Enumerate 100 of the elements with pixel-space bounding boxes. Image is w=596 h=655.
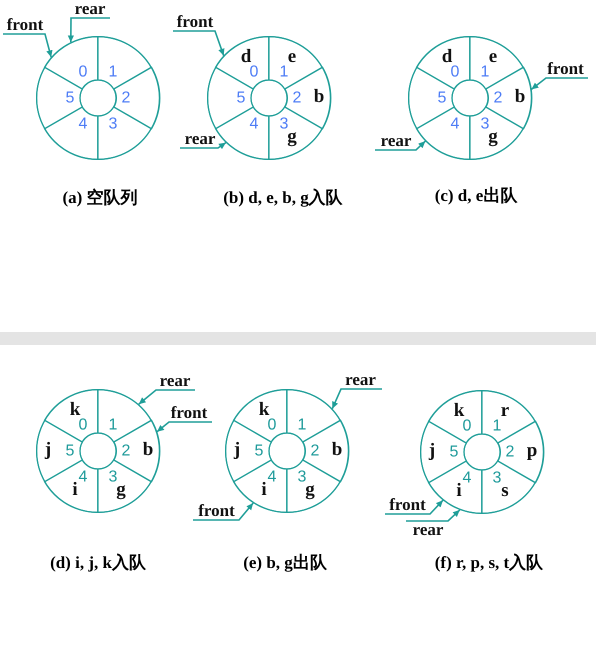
slot-index: 5 [66, 442, 74, 460]
ring-sector [97, 459, 153, 514]
slot-index: 2 [310, 442, 320, 460]
ring-sector [97, 35, 153, 90]
slot-index: 0 [250, 64, 258, 81]
pointer-label: front [166, 404, 212, 422]
pointer-label: front [543, 60, 588, 78]
ring-sector [268, 35, 324, 90]
caption: (e) b, g出队 [243, 552, 327, 574]
queue-element: r [500, 401, 510, 422]
caption: (c) d, e出队 [434, 185, 518, 207]
leader-arrow [138, 389, 195, 405]
ring-sector [481, 389, 537, 444]
slot-index: 1 [280, 64, 288, 81]
queue-element: e [288, 47, 296, 68]
slot-index: 3 [108, 468, 118, 486]
queue-element: g [488, 126, 498, 147]
slot-index: 5 [450, 444, 458, 460]
slot-index: 1 [480, 64, 490, 81]
queue-element: i [456, 480, 462, 501]
pointer-label: front [3, 16, 47, 34]
leader-arrow [193, 502, 254, 521]
ring-sector [232, 388, 288, 443]
circular-queue-ring [36, 389, 160, 513]
slot-index: 5 [438, 90, 446, 106]
slot-index: 5 [66, 90, 74, 106]
leader-arrow [180, 142, 226, 150]
queue-element: g [116, 480, 126, 500]
ring-sector [214, 35, 270, 90]
slot-index: 4 [250, 115, 258, 132]
pointer-label: rear [155, 372, 195, 390]
slot-index: 3 [280, 115, 288, 132]
pointer-label: front [385, 496, 430, 514]
pointer-label: rear [180, 130, 220, 148]
slot-index: 2 [494, 90, 502, 106]
slot-index: 4 [78, 468, 88, 486]
ring-sector [427, 389, 483, 444]
queue-element: j [234, 440, 240, 460]
slot-index: 1 [298, 416, 306, 434]
pointer-label: rear [70, 0, 110, 18]
leader-arrow [385, 500, 444, 515]
leader-arrow [530, 77, 588, 90]
slot-index: 2 [122, 442, 130, 460]
ring-sector [268, 106, 324, 161]
ring-sector [286, 388, 342, 443]
leader-arrow [406, 509, 460, 522]
queue-element: k [70, 400, 80, 420]
ring-sector [415, 35, 471, 90]
queue-element: p [526, 441, 538, 461]
slot-index: 5 [236, 90, 246, 106]
slot-index: 0 [450, 64, 460, 81]
slot-index: 3 [108, 115, 118, 132]
ring-sector [97, 388, 153, 443]
ring-sector [469, 35, 525, 90]
queue-element: d [240, 47, 252, 68]
queue-element: b [314, 87, 324, 107]
circular-queue-ring [36, 36, 160, 160]
ring-sector [415, 106, 471, 161]
slot-index: 0 [78, 416, 88, 434]
ring-sector [97, 106, 153, 161]
queue-element: b [514, 87, 526, 107]
queue-element: j [428, 441, 436, 461]
slot-index: 0 [78, 64, 88, 81]
pointer-label: rear [375, 132, 417, 150]
queue-element: k [258, 400, 270, 420]
queue-element: d [442, 47, 452, 68]
slot-index: 2 [122, 90, 130, 106]
slot-index: 4 [450, 115, 460, 132]
slot-index: 1 [492, 418, 502, 435]
ring-sector [43, 459, 99, 514]
slot-index: 2 [292, 90, 302, 106]
ring-sector [43, 106, 99, 161]
ring-sector [214, 106, 270, 161]
leader-arrow [375, 140, 426, 151]
slot-index: 1 [108, 64, 118, 81]
pointer-label: front [193, 502, 240, 520]
caption: (d) i, j, k入队 [50, 552, 146, 574]
leader-arrow [173, 30, 224, 56]
pointer-label: front [173, 13, 217, 31]
slot-index: 5 [254, 442, 264, 460]
slot-index: 0 [268, 416, 276, 434]
ring-sector [43, 35, 99, 90]
queue-element: i [261, 480, 267, 500]
slot-index: 0 [462, 418, 472, 435]
slot-index: 3 [492, 469, 502, 486]
leader-arrow [68, 17, 110, 42]
ring-sector [481, 460, 537, 515]
ring-sector [43, 388, 99, 443]
pointer-label: rear [406, 521, 450, 539]
ring-sector [427, 460, 483, 515]
caption: (a) 空队列 [62, 187, 138, 209]
leader-arrow [3, 33, 52, 58]
queue-element: g [305, 480, 315, 500]
caption: (b) d, e, b, g入队 [223, 187, 343, 209]
queue-element: i [72, 480, 78, 500]
slot-index: 4 [462, 469, 472, 486]
queue-element: e [488, 47, 498, 68]
caption: (f) r, p, s, t入队 [434, 552, 544, 574]
slot-index: 2 [506, 444, 514, 460]
queue-element: s [501, 480, 509, 501]
